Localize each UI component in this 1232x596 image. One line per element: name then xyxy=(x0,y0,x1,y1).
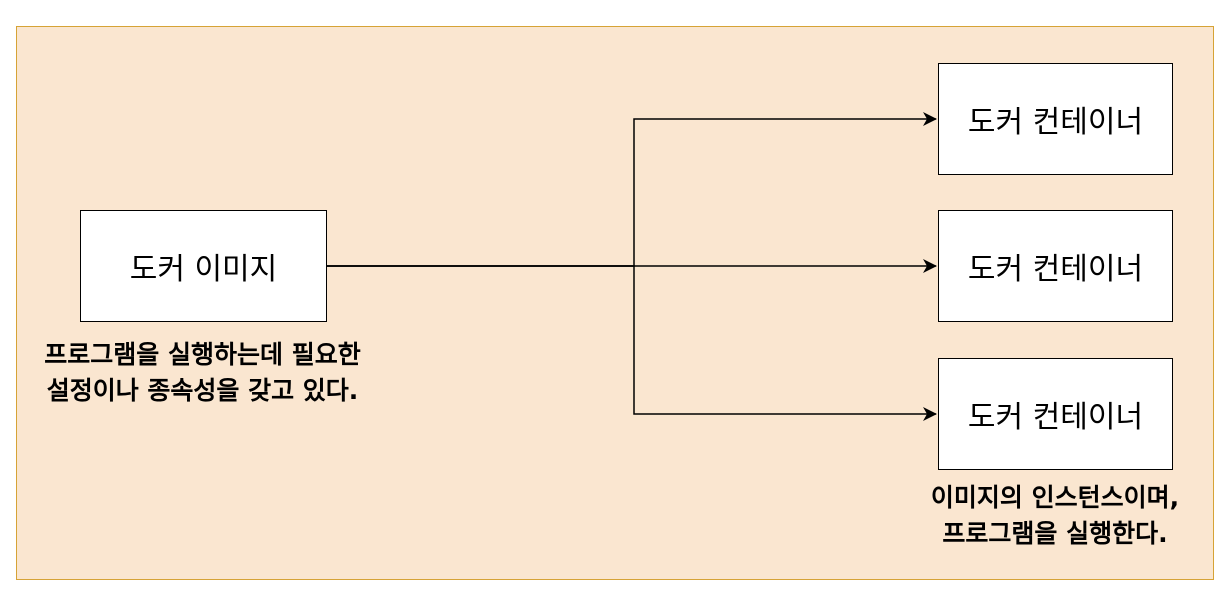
arrow-to-container-1 xyxy=(327,112,937,267)
arrow-to-container-3 xyxy=(327,265,937,421)
docker-image-note-line-2: 설정이나 종속성을 갖고 있다. xyxy=(46,376,359,405)
docker-image-note: 프로그램을 실행하는데 필요한 설정이나 종속성을 갖고 있다. xyxy=(10,337,395,409)
docker-image-box: 도커 이미지 xyxy=(80,210,327,322)
docker-container-label-1: 도커 컨테이너 xyxy=(967,105,1144,140)
docker-container-label-3: 도커 컨테이너 xyxy=(967,400,1144,435)
docker-container-box-1: 도커 컨테이너 xyxy=(938,63,1173,175)
docker-image-note-line-1: 프로그램을 실행하는데 필요한 xyxy=(44,340,361,369)
docker-container-note: 이미지의 인스턴스이며, 프로그램을 실행한다. xyxy=(890,480,1220,552)
docker-container-box-2: 도커 컨테이너 xyxy=(938,210,1173,322)
docker-container-note-line-2: 프로그램을 실행한다. xyxy=(942,519,1168,548)
docker-container-label-2: 도커 컨테이너 xyxy=(967,252,1144,287)
docker-container-box-3: 도커 컨테이너 xyxy=(938,358,1173,470)
docker-container-note-line-1: 이미지의 인스턴스이며, xyxy=(930,483,1180,512)
docker-image-label: 도커 이미지 xyxy=(129,252,278,287)
